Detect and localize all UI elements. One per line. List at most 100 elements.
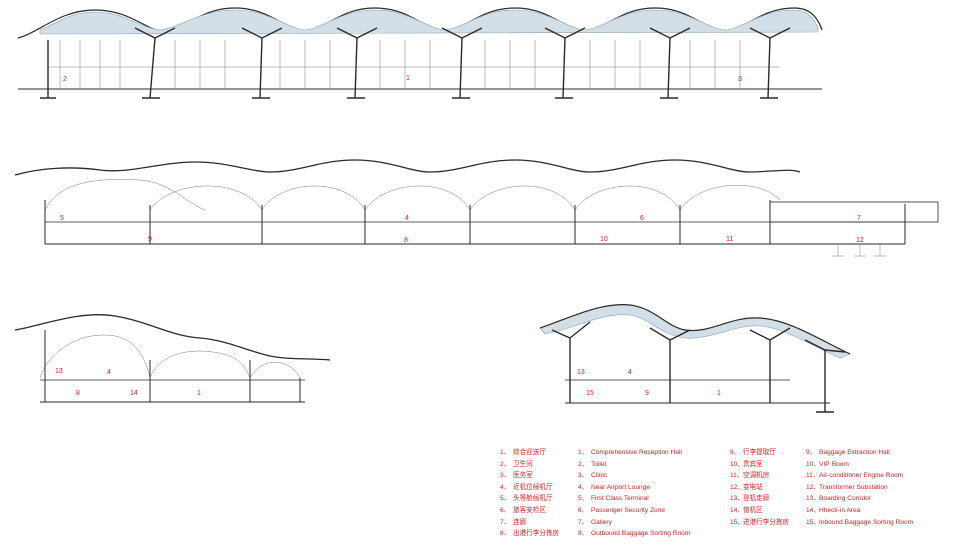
legend-num: 11、 <box>806 472 820 480</box>
section-2-label: 7 <box>857 215 861 222</box>
legend-text: 值机区 <box>743 506 763 514</box>
section-1-columns <box>40 27 791 99</box>
section-1: 1 2 3 <box>17 7 823 99</box>
section-1-label: 2 <box>63 76 67 83</box>
legend-text: Outbound Baggage Sorting Room <box>591 530 691 538</box>
section-3-roof <box>14 314 331 361</box>
legend-num: 5、 <box>500 495 511 503</box>
legend-text: 卫生间 <box>513 460 533 468</box>
legend-row: 7、连廊 <box>500 517 559 529</box>
legend-num: 2、 <box>578 460 589 468</box>
section-2-label: 10 <box>600 236 608 243</box>
legend-row: 7、Gallery <box>578 517 690 529</box>
section-3-walls <box>44 330 301 402</box>
legend-num: 2、 <box>500 460 511 468</box>
legend-text: 登机走廊 <box>743 495 770 503</box>
legend-num: 14、 <box>806 506 820 514</box>
legend-row: 14、值机区 <box>730 505 789 517</box>
legend-text: 旅客安检区 <box>513 506 546 514</box>
section-2-label: 5 <box>60 215 64 222</box>
section-4-label: 4 <box>628 369 632 376</box>
legend-text: 综合迎送厅 <box>513 449 546 456</box>
legend-cn-col-2: 9、行李提取厅 10、贵宾室 11、空调机房 12、变电站 13、登机走廊 14… <box>730 447 789 528</box>
legend-row: 8、Outbound Baggage Sorting Room <box>578 528 690 540</box>
legend-row: 15、进港行李分拣房 <box>730 517 789 529</box>
legend-row: 9、行李提取厅 <box>730 447 789 459</box>
legend-text: Hheck-in Area <box>819 506 861 514</box>
legend-num: 9、 <box>730 449 741 456</box>
legend-row: 2、Toilet <box>578 459 690 471</box>
section-4-label: 9 <box>645 390 649 397</box>
section-4-label: 13 <box>577 369 585 376</box>
section-2-roof <box>14 159 801 176</box>
legend-text: 空调机房 <box>743 472 770 480</box>
legend-num: 7、 <box>578 518 589 526</box>
legend-text: 近机位候机厅 <box>513 483 553 491</box>
section-2-arches <box>44 179 781 211</box>
legend-num: 5、 <box>578 495 589 503</box>
legend-text: 贵宾室 <box>743 460 763 468</box>
section-4-roof <box>539 304 851 355</box>
legend-text: Near Airport Lounge <box>591 483 651 491</box>
legend-num: 10、 <box>806 460 820 468</box>
legend-row: 4、近机位候机厅 <box>500 482 559 494</box>
section-2-label: 4 <box>405 215 409 222</box>
legend-text: 出港行李分拣房 <box>513 530 560 538</box>
section-2-label: 9 <box>148 236 152 243</box>
legend-num: 7、 <box>500 518 511 526</box>
legend-num: 6、 <box>578 506 589 514</box>
section-1-label: 1 <box>406 75 410 82</box>
legend-text: 进港行李分拣房 <box>743 518 790 526</box>
legend-text: First Class Terminal <box>591 495 649 503</box>
legend-text: Clinic <box>591 472 608 480</box>
legend-row: 5、头等舱候机厅 <box>500 493 559 505</box>
legend-row: 15、Inbound Baggage Sorting Room <box>806 517 913 529</box>
section-1-label: 3 <box>738 76 742 83</box>
legend-num: 11、 <box>730 472 744 480</box>
legend-row: 12、变电站 <box>730 482 789 494</box>
legend-row: 1、Comprehensive Reception Hall <box>578 447 690 459</box>
section-2-piles <box>832 244 886 257</box>
section-1-roof-lattice <box>39 9 819 35</box>
legend-text: 连廊 <box>513 518 527 526</box>
legend-num: 8、 <box>578 530 589 538</box>
legend-row: 11、空调机房 <box>730 470 789 482</box>
legend-text: 医务室 <box>513 472 533 480</box>
section-3-label: 14 <box>130 390 138 397</box>
legend-num: 1、 <box>578 449 589 456</box>
section-2-gallery <box>769 201 939 223</box>
section-2-label: 8 <box>404 237 408 244</box>
legend-num: 13、 <box>806 495 820 503</box>
section-2: 4 5 6 7 8 9 10 11 12 <box>14 159 939 257</box>
legend-text: VIP Room <box>819 460 849 468</box>
legend: 1、综合迎送厅 2、卫生间 3、医务室 4、近机位候机厅 5、头等舱候机厅 6、… <box>500 447 950 543</box>
legend-num: 8、 <box>500 530 511 538</box>
legend-num: 15、 <box>806 518 820 526</box>
legend-text: Boarding Corridor <box>819 495 872 503</box>
legend-row: 3、Clinic <box>578 470 690 482</box>
legend-row: 12、Transformer Substation <box>806 482 913 494</box>
legend-cn-col-1: 1、综合迎送厅 2、卫生间 3、医务室 4、近机位候机厅 5、头等舱候机厅 6、… <box>500 447 559 540</box>
legend-text: Baggage Extraction Hall <box>819 449 890 456</box>
legend-row: 6、Passenger Security Zone <box>578 505 690 517</box>
legend-row: 4、Near Airport Lounge <box>578 482 690 494</box>
section-3-label: 8 <box>76 390 80 397</box>
section-4-label: 1 <box>717 390 721 397</box>
legend-num: 6、 <box>500 506 511 514</box>
section-3-label: 13 <box>55 368 63 375</box>
section-1-glazing <box>59 40 741 88</box>
section-4-columns <box>551 321 846 413</box>
section-3-arches <box>39 334 301 379</box>
section-3-label: 1 <box>197 390 201 397</box>
legend-text: Inbound Baggage Sorting Room <box>819 518 914 526</box>
legend-text: 头等舱候机厅 <box>513 495 553 503</box>
legend-num: 3、 <box>578 472 589 480</box>
legend-text: Air-conditioner Engine Room <box>819 472 904 480</box>
legend-text: Gallery <box>591 518 612 526</box>
legend-row: 14、Hheck-in Area <box>806 505 913 517</box>
section-2-label: 11 <box>726 236 733 243</box>
legend-num: 4、 <box>578 483 589 491</box>
legend-row: 2、卫生间 <box>500 459 559 471</box>
legend-text: Toilet <box>591 460 607 468</box>
